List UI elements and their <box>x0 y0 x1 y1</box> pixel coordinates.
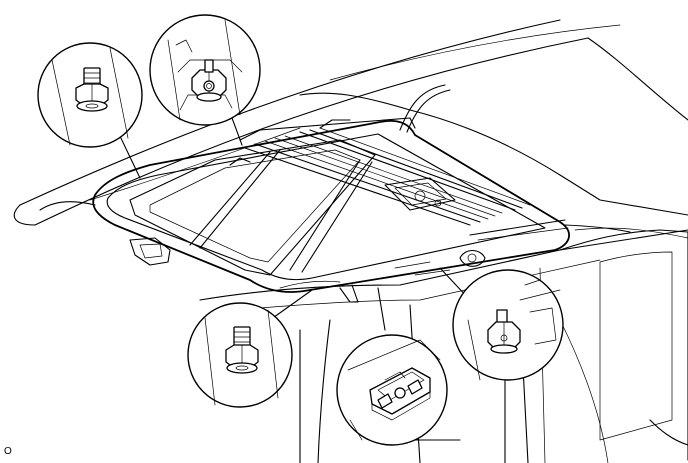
callout-bolt-top-left <box>37 42 143 148</box>
bolt-icon <box>75 67 109 112</box>
figure-id-label: O <box>4 446 12 457</box>
callout-nut-bottom-right <box>452 269 564 381</box>
callout-clip-bottom-center <box>336 334 448 446</box>
callout-nut-top-center <box>149 14 261 126</box>
nut-icon <box>191 59 227 102</box>
clip-icon <box>369 367 431 421</box>
bolt-icon <box>225 326 259 374</box>
nut-icon <box>487 309 521 354</box>
sunroof-housing <box>39 117 631 303</box>
callout-bolt-bottom-left <box>187 302 293 408</box>
